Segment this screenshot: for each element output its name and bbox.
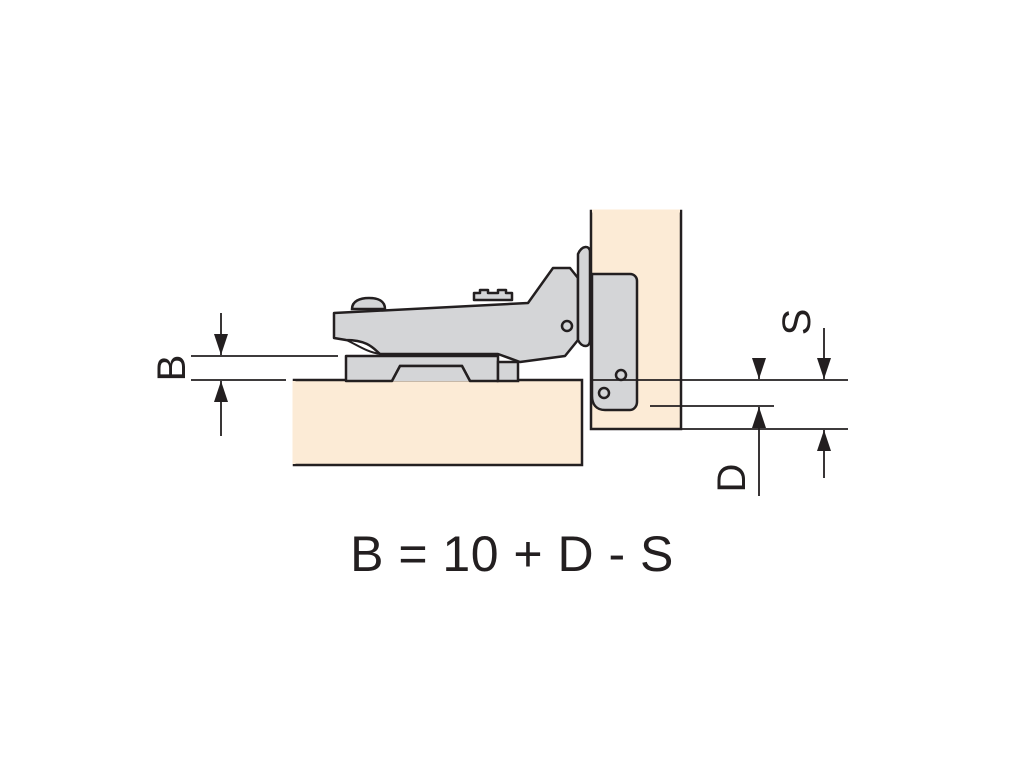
formula-text: B = 10 + D - S xyxy=(350,526,674,582)
dimension-s xyxy=(682,328,848,478)
hinge-cup xyxy=(590,272,639,412)
dimension-s-arrow-down xyxy=(817,358,831,379)
dimension-b-label: B xyxy=(150,355,194,382)
dimension-s-arrow-up xyxy=(817,430,831,451)
mounting-plate xyxy=(344,354,520,383)
dimension-b-arrow-up xyxy=(214,381,228,402)
dimension-d-arrow-up xyxy=(752,407,766,428)
dimension-s-label: S xyxy=(775,309,819,336)
dimension-d-label: D xyxy=(710,464,754,493)
cabinet-side-panel xyxy=(292,378,584,467)
hinge-arm xyxy=(332,245,592,364)
dimension-d-arrow-down xyxy=(752,358,766,379)
dimension-b-arrow-down xyxy=(214,334,228,355)
